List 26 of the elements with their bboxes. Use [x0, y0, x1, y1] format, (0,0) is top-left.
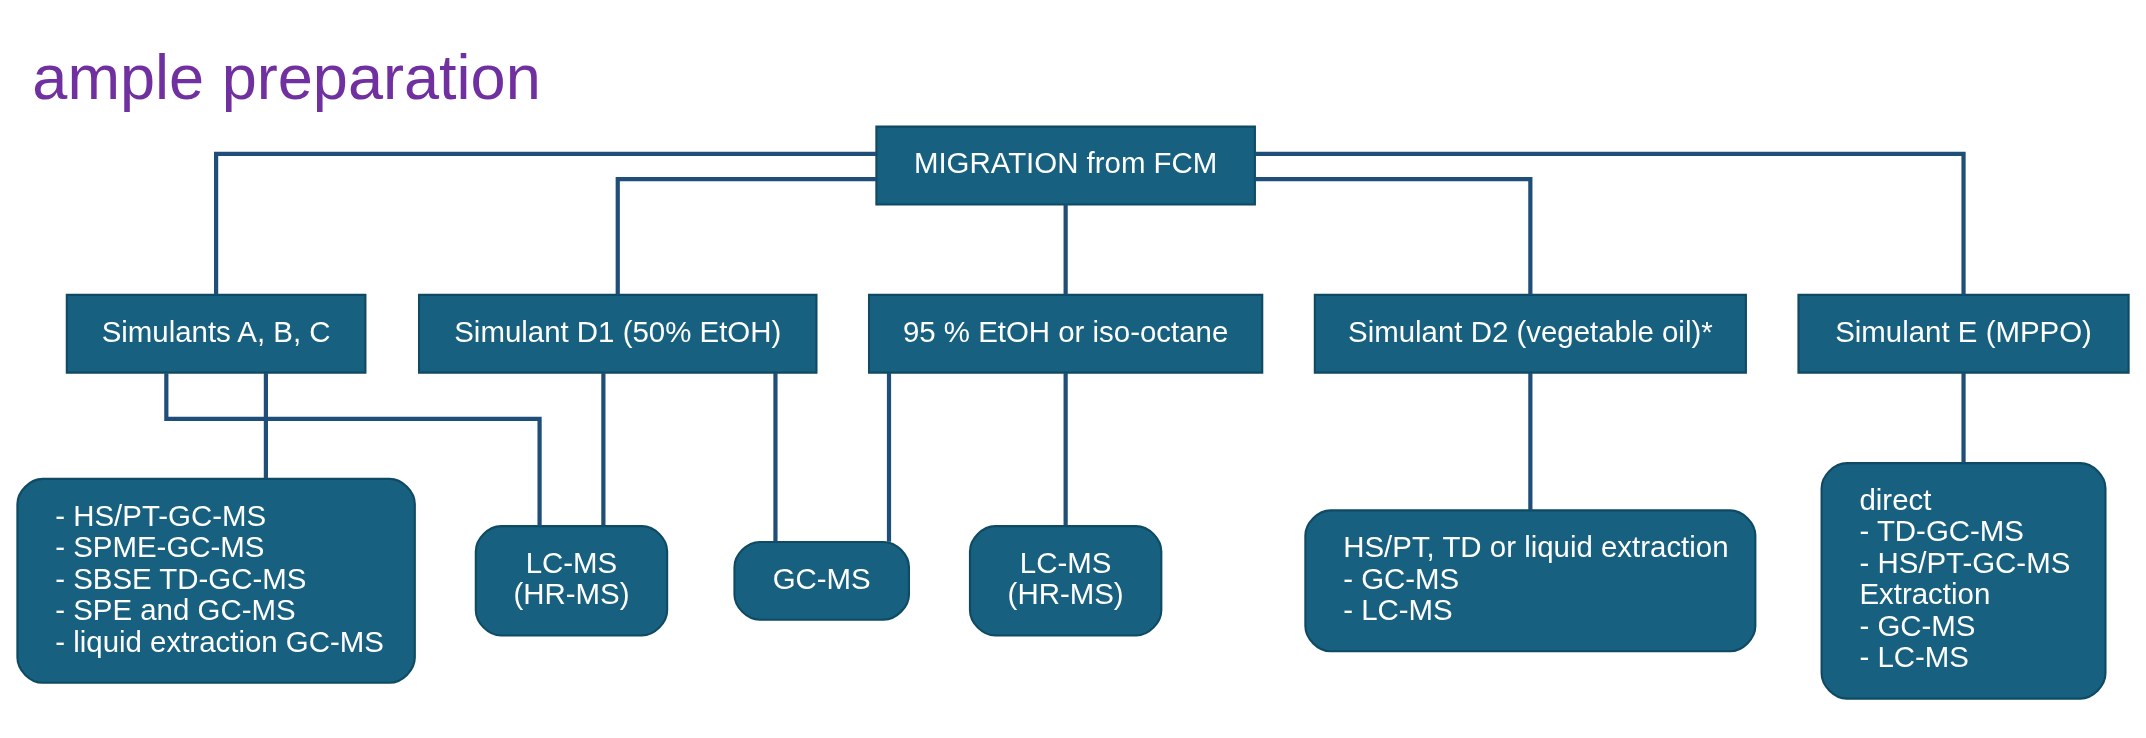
node-box: Simulant D1 (50% EtOH) — [417, 293, 818, 374]
node-box: 95 % EtOH or iso-octane — [868, 293, 1264, 374]
node-box: GC-MS — [733, 540, 911, 621]
node-box: MIGRATION from FCM — [875, 125, 1256, 205]
connector — [164, 372, 542, 526]
connector — [214, 151, 877, 295]
node-box: direct - TD-GC-MS - HS/PT-GC-MS Extraction - GC-MS - LC-MS — [1820, 461, 2107, 700]
node-box: LC-MS (HR-MS) — [474, 524, 669, 637]
connector — [601, 372, 606, 525]
connector — [615, 176, 877, 295]
node-box: Simulant E (MPPO) — [1797, 293, 2130, 374]
node-box: Simulant D2 (vegetable oil)* — [1313, 293, 1747, 374]
connector — [1255, 176, 1533, 295]
node-box: Simulants A, B, C — [65, 293, 367, 374]
connector — [263, 372, 268, 478]
connector — [1528, 372, 1533, 510]
connector — [1063, 372, 1068, 525]
connector — [1254, 151, 1966, 295]
node-box: LC-MS (HR-MS) — [968, 524, 1163, 637]
diagram-title: ample preparation — [32, 41, 541, 112]
node-box: - HS/PT-GC-MS - SPME-GC-MS - SBSE TD-GC-MS - SPE and GC-MS - liquid extraction GC-MS — [16, 477, 416, 684]
connector — [1961, 372, 1966, 463]
connector — [1063, 204, 1068, 294]
node-box: HS/PT, TD or liquid extraction - GC-MS - LC-MS — [1304, 508, 1757, 652]
connector — [886, 372, 892, 542]
connector — [773, 372, 778, 542]
